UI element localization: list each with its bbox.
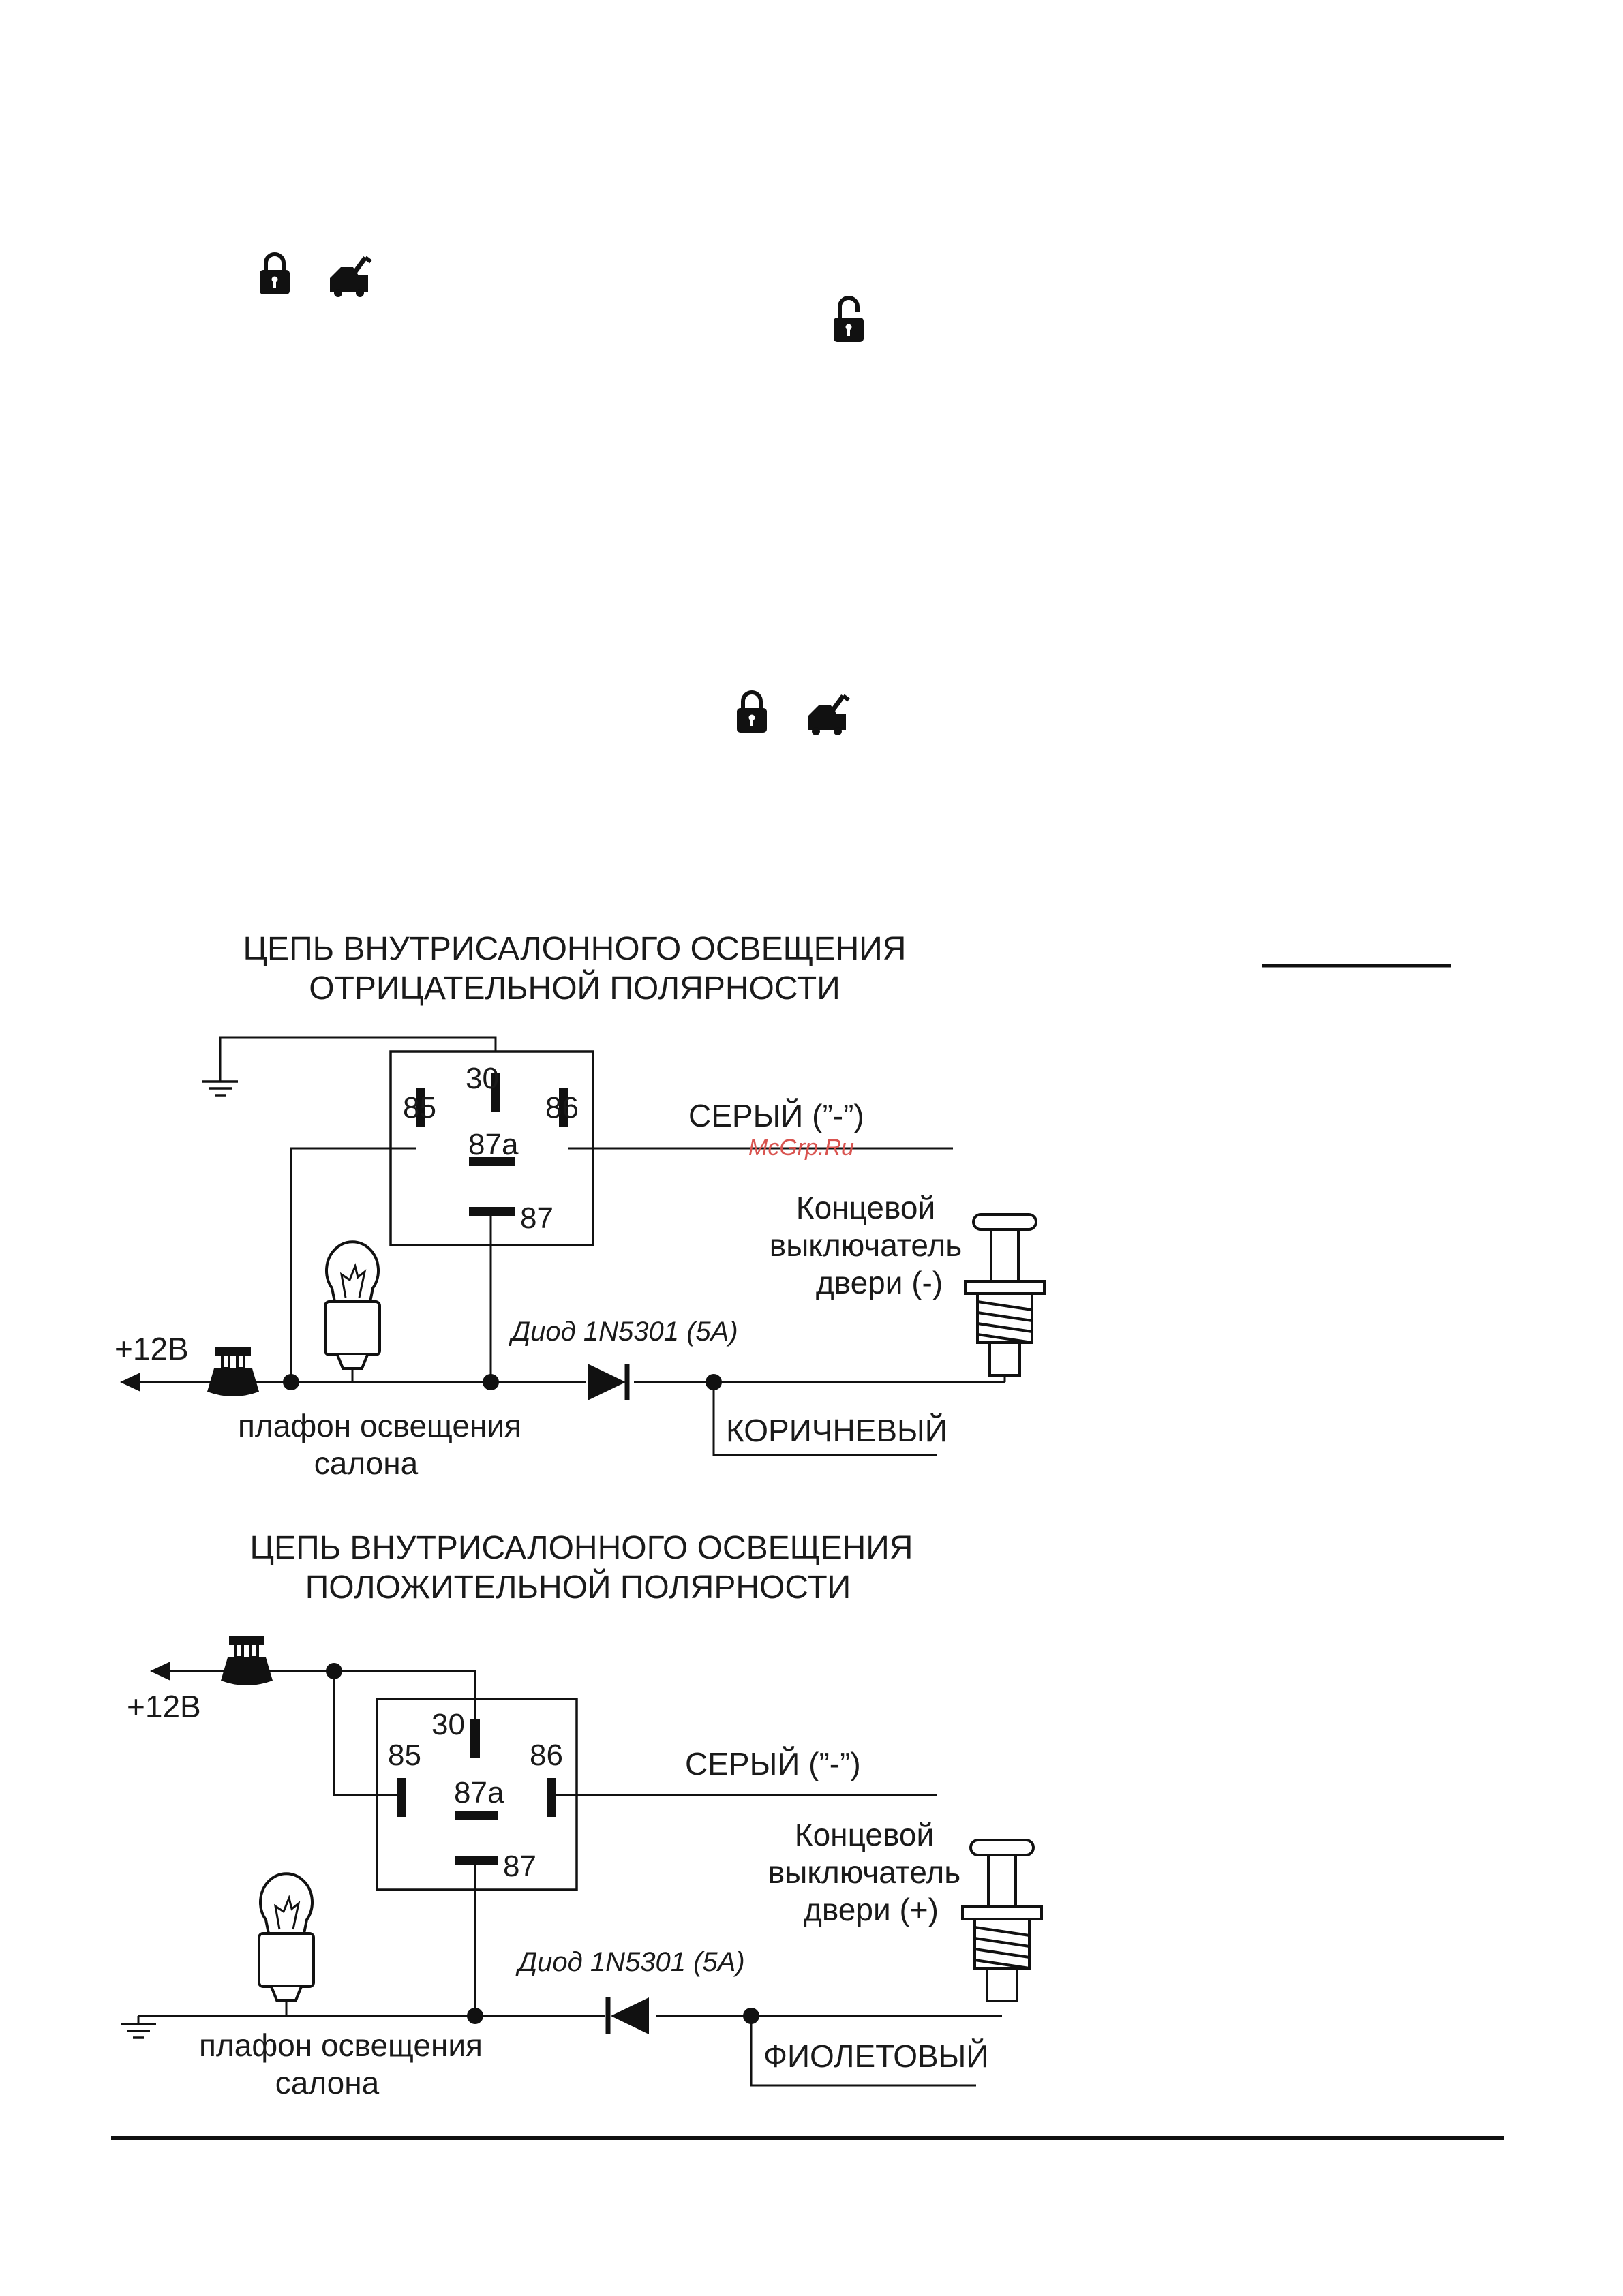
padlock-open-icon	[834, 298, 864, 342]
pos-junction	[326, 1663, 342, 1679]
neg-supply-label: +12В	[115, 1331, 189, 1366]
neg-label-87: 87	[520, 1201, 553, 1235]
neg-switch-label-1: Концевой	[796, 1190, 935, 1225]
pos-diode-label: Диод 1N5301 (5A)	[515, 1947, 745, 1977]
pos-relay-pin-87	[455, 1856, 498, 1865]
pos-switch-label-3: двери (+)	[804, 1892, 939, 1927]
pos-violet-wire-label: ФИОЛЕТОВЫЙ	[763, 2038, 988, 2074]
pos-lamp-label-2: салона	[275, 2065, 380, 2100]
neg-switch-label-2: выключатель	[770, 1227, 962, 1263]
neg-title-line1: ЦЕПЬ ВНУТРИСАЛОННОГО ОСВЕЩЕНИЯ	[243, 931, 907, 967]
neg-relay-pin-87a	[469, 1157, 515, 1166]
watermark: McGrp.Ru	[748, 1135, 854, 1161]
neg-label-30: 30	[466, 1062, 499, 1095]
pos-wire-30	[334, 1670, 476, 1719]
neg-wire-85	[290, 1147, 416, 1382]
neg-relay-pin-30	[491, 1073, 500, 1112]
pos-wire-85	[333, 1671, 397, 1796]
neg-brown-wire-label: КОРИЧНЕВЫЙ	[726, 1413, 947, 1448]
neg-switch-label-3: двери (-)	[816, 1265, 943, 1300]
neg-lamp-label-2: салона	[314, 1445, 419, 1481]
neg-title-line2: ОТРИЦАТЕЛЬНОЙ ПОЛЯРНОСТИ	[309, 969, 840, 1007]
pos-grey-wire-label: СЕРЫЙ (”-”)	[685, 1746, 861, 1781]
pos-relay-pin-30	[470, 1719, 480, 1758]
pos-label-85: 85	[388, 1739, 421, 1772]
pos-title-line2: ПОЛОЖИТЕЛЬНОЙ ПОЛЯРНОСТИ	[305, 1568, 851, 1606]
car-trunk-icon	[330, 258, 371, 297]
neg-lamp-label-1: плафон освещения	[238, 1408, 521, 1443]
car-trunk-icon	[808, 696, 849, 735]
neg-label-85: 85	[403, 1091, 436, 1124]
neg-diode-label: Диод 1N5301 (5A)	[509, 1317, 738, 1347]
pos-violet-lead	[750, 2016, 976, 2087]
neg-diode-icon	[588, 1364, 626, 1400]
pos-supply-arrow	[150, 1662, 170, 1681]
pos-title-line1: ЦЕПЬ ВНУТРИСАЛОННОГО ОСВЕЩЕНИЯ	[250, 1530, 913, 1566]
pos-relay-pin-87a	[455, 1811, 498, 1820]
neg-grey-wire-label: СЕРЫЙ (”-”)	[688, 1098, 864, 1133]
door-switch-icon	[961, 1839, 1043, 2002]
neg-relay-pin-87	[469, 1207, 515, 1216]
ground-icon	[119, 2015, 157, 2039]
pos-label-86: 86	[530, 1739, 563, 1772]
pos-label-87a: 87a	[454, 1776, 504, 1809]
neg-relay-pin-86	[559, 1088, 568, 1127]
padlock-icon	[260, 254, 290, 294]
neg-label-86: 86	[545, 1091, 579, 1124]
fuse-holder-icon	[206, 1345, 260, 1398]
positive-polarity-circuit: ЦЕПЬ ВНУТРИСАЛОННОГО ОСВЕЩЕНИЯ ПОЛОЖИТЕЛ…	[119, 1530, 1043, 2100]
ground-icon	[201, 1072, 239, 1097]
neg-junction	[283, 1374, 299, 1390]
pos-label-87: 87	[503, 1850, 536, 1883]
door-switch-icon	[964, 1213, 1046, 1377]
pos-switch-label-2: выключатель	[768, 1854, 960, 1890]
pos-supply-label: +12В	[127, 1689, 201, 1724]
neg-supply-arrow	[120, 1373, 140, 1392]
lamp-bulb-icon	[324, 1240, 381, 1370]
negative-polarity-circuit: ЦЕПЬ ВНУТРИСАЛОННОГО ОСВЕЩЕНИЯ ОТРИЦАТЕЛ…	[115, 931, 1046, 1481]
neg-junction	[706, 1374, 722, 1390]
pos-junction	[743, 2008, 759, 2024]
neg-relay-pin-85	[416, 1088, 425, 1127]
padlock-icon	[737, 692, 767, 733]
pos-relay-pin-85	[397, 1778, 406, 1817]
neg-junction	[483, 1374, 499, 1390]
neg-brown-lead	[712, 1382, 937, 1456]
neg-label-87a: 87a	[468, 1128, 519, 1161]
lamp-bulb-icon	[258, 1872, 315, 2002]
pos-label-30: 30	[431, 1708, 465, 1741]
pos-lamp-label-1: плафон освещения	[199, 2027, 483, 2063]
pos-relay-pin-86	[547, 1778, 556, 1817]
pos-junction	[467, 2008, 483, 2024]
pos-diode-icon	[611, 1997, 649, 2034]
fuse-holder-icon	[219, 1634, 274, 1687]
pos-switch-label-1: Концевой	[795, 1817, 934, 1852]
